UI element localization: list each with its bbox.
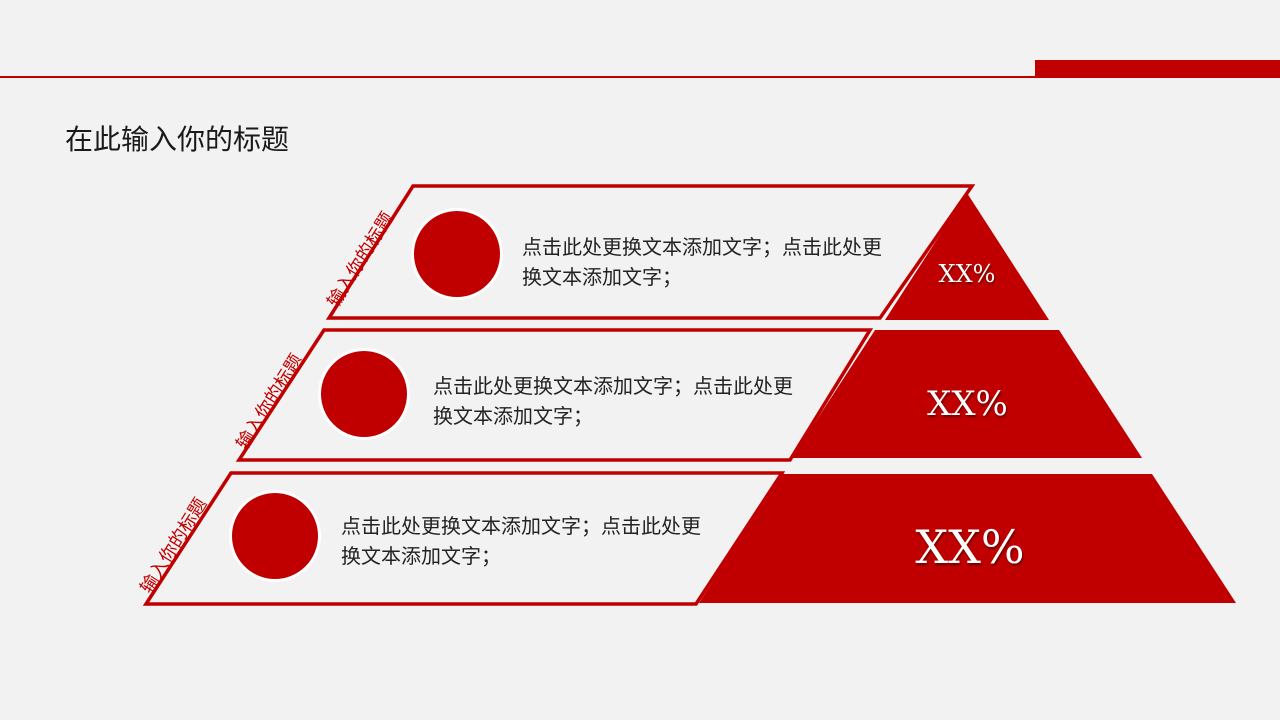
header-rule — [0, 76, 1035, 78]
row-3-percent: XX% — [915, 520, 1025, 574]
row-3-circle-icon — [229, 490, 321, 582]
header-accent-bar — [1035, 60, 1280, 78]
row-2-percent: XX% — [927, 384, 1008, 424]
row-2-circle-icon — [318, 348, 410, 440]
row-1-percent: XX% — [938, 260, 996, 288]
pyramid-middle — [792, 330, 1142, 458]
pyramid-bottom — [699, 474, 1236, 603]
pyramid-top — [885, 193, 1049, 320]
row-3-description: 点击此处更换文本添加文字；点击此处更换文本添加文字； — [341, 514, 701, 568]
row-3-frame — [142, 471, 786, 606]
row-1-circle-icon — [411, 208, 503, 300]
row-1-description: 点击此处更换文本添加文字；点击此处更换文本添加文字； — [522, 235, 882, 289]
row-2-description: 点击此处更换文本添加文字；点击此处更换文本添加文字； — [433, 374, 793, 428]
slide-title: 在此输入你的标题 — [65, 123, 290, 156]
row-1-frame — [325, 184, 976, 320]
row-2-frame — [235, 328, 874, 462]
